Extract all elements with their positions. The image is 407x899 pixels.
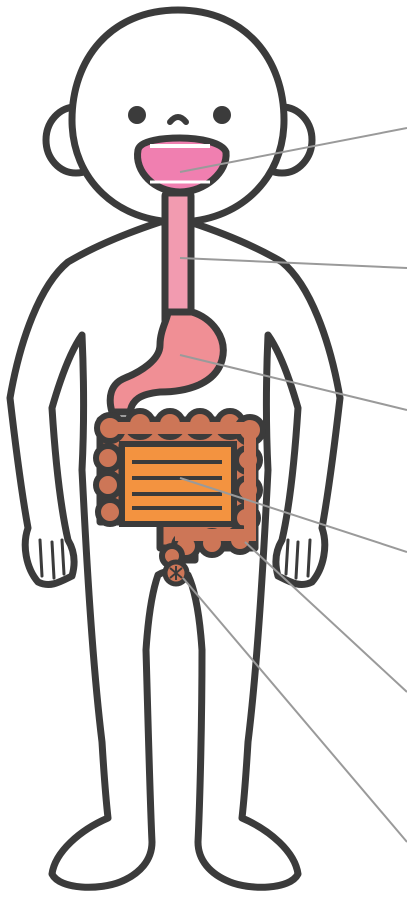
left-eye bbox=[128, 106, 146, 124]
right-eye bbox=[213, 106, 231, 124]
large-intestine-leader-line bbox=[245, 542, 407, 692]
small-intestine bbox=[122, 444, 234, 524]
anus bbox=[165, 562, 187, 584]
